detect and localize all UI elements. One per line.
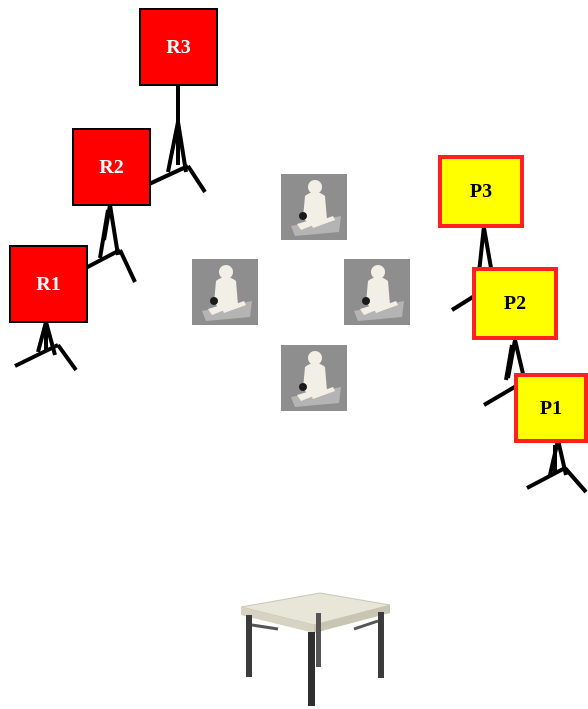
sign-p3: P3 [438, 155, 524, 228]
p1-tripod-icon [526, 439, 588, 494]
p2-tripod-icon [482, 339, 526, 407]
sign-r1: R1 [9, 245, 88, 323]
table-icon [240, 592, 391, 706]
sign-r2-label: R2 [99, 155, 124, 178]
chair-icon-top [281, 174, 347, 240]
sign-p2: P2 [472, 267, 558, 340]
r1-tripod-icon [14, 321, 78, 372]
chair-icon-right [344, 259, 410, 325]
chair-icon-bottom [281, 345, 347, 411]
sign-r3: R3 [139, 8, 218, 86]
r3-tripod-icon [146, 86, 207, 194]
sign-p1: P1 [514, 373, 588, 443]
sign-p2-label: P2 [503, 292, 527, 314]
sign-r1-label: R1 [36, 272, 61, 295]
sign-r2: R2 [72, 128, 151, 206]
sign-p3-label: P3 [469, 180, 493, 202]
sign-r3-label: R3 [166, 35, 191, 58]
chair-icon-left [192, 259, 258, 325]
sign-p1-label: P1 [539, 396, 563, 419]
